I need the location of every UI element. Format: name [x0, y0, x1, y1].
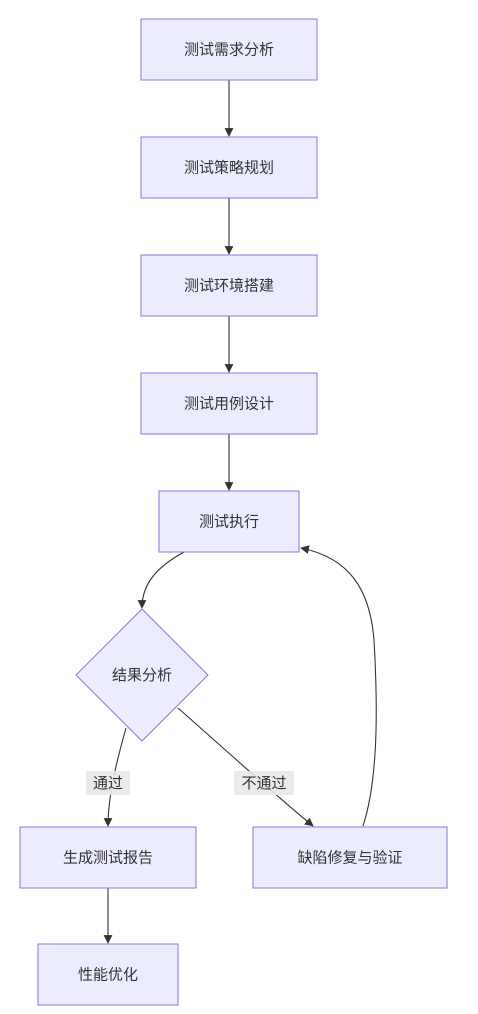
node-generate-report[interactable]: 生成测试报告 [19, 826, 197, 889]
node-environment-setup[interactable]: 测试环境搭建 [140, 254, 318, 317]
node-defect-fix-label: 缺陷修复与验证 [297, 849, 402, 867]
node-performance-optimization[interactable]: 性能优化 [37, 943, 179, 1006]
edge-n8-n5 [300, 545, 377, 827]
node-strategy-planning[interactable]: 测试策略规划 [140, 136, 318, 199]
node-requirement-analysis-label: 测试需求分析 [184, 41, 274, 59]
node-defect-fix[interactable]: 缺陷修复与验证 [252, 826, 448, 889]
edge-label-pass: 通过 [86, 771, 130, 795]
node-case-design[interactable]: 测试用例设计 [140, 372, 318, 435]
edge-label-fail: 不通过 [234, 771, 294, 795]
node-test-execution[interactable]: 测试执行 [158, 490, 300, 553]
node-case-design-label: 测试用例设计 [184, 395, 274, 413]
node-strategy-planning-label: 测试策略规划 [184, 159, 274, 177]
edge-n5-n6 [137, 551, 185, 609]
node-test-execution-label: 测试执行 [199, 513, 259, 531]
edge-label-fail-text: 不通过 [241, 774, 286, 792]
node-performance-optimization-label: 性能优化 [78, 966, 138, 984]
node-result-analysis[interactable]: 结果分析 [75, 608, 209, 742]
node-requirement-analysis[interactable]: 测试需求分析 [140, 18, 318, 81]
edge-n6-n8 [177, 707, 314, 827]
node-generate-report-label: 生成测试报告 [63, 849, 153, 867]
node-environment-setup-label: 测试环境搭建 [184, 277, 274, 295]
edge-label-pass-text: 通过 [93, 774, 123, 792]
node-result-analysis-label: 结果分析 [112, 666, 172, 684]
